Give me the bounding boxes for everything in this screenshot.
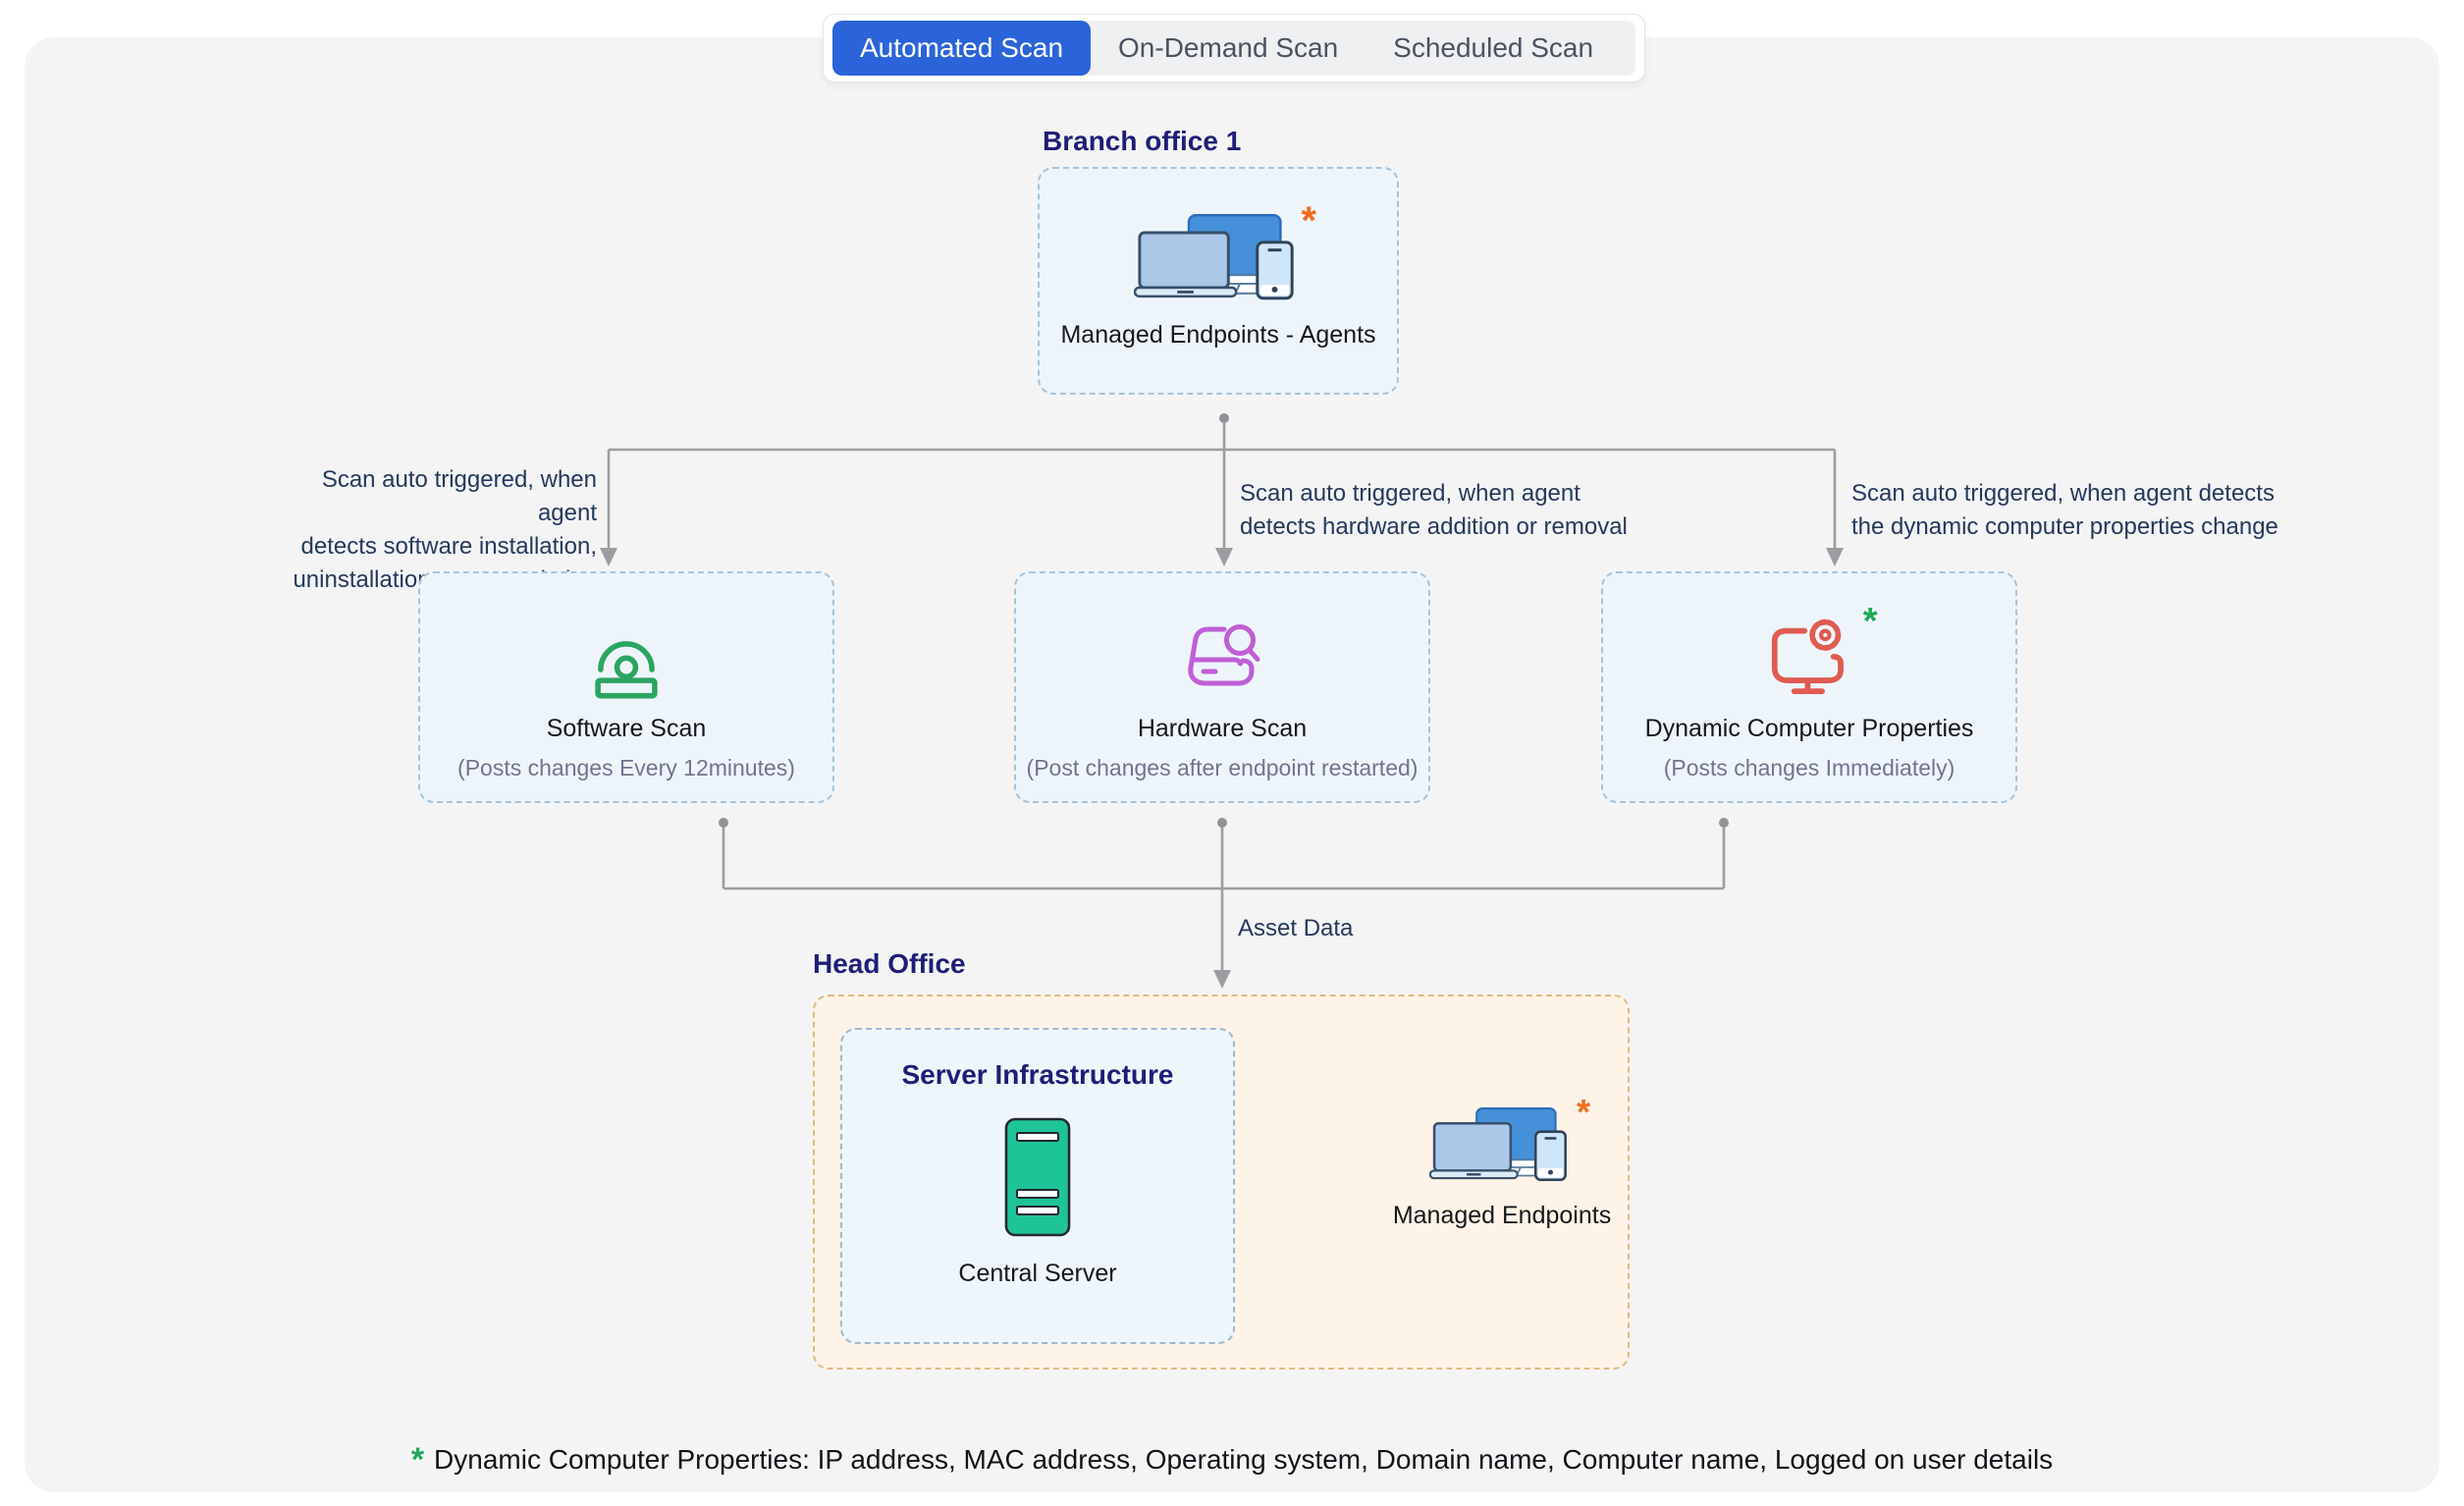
hardware-scan-box: Hardware Scan (Post changes after endpoi…: [1014, 571, 1430, 803]
software-scan-box: Software Scan (Posts changes Every 12min…: [418, 571, 834, 803]
branch-office-title: Branch office 1: [1043, 126, 1242, 156]
orange-asterisk: *: [1576, 1092, 1590, 1132]
head-office-title: Head Office: [813, 948, 966, 979]
green-asterisk: *: [1862, 601, 1878, 642]
hardware-scan-subtitle: (Post changes after endpoint restarted): [1026, 755, 1419, 780]
scan-type-tabs: Automated Scan On-Demand Scan Scheduled …: [823, 14, 1645, 82]
orange-asterisk: *: [1301, 198, 1316, 242]
server-icon: [1003, 1116, 1072, 1238]
dynamic-properties-subtitle: (Posts changes Immediately): [1663, 755, 1955, 780]
monitor-gear-icon: *: [1763, 603, 1878, 699]
hardware-drive-search-icon: [1179, 617, 1265, 699]
dynamic-properties-box: * Dynamic Computer Properties (Posts cha…: [1601, 571, 2017, 803]
software-scan-title: Software Scan: [546, 715, 707, 742]
managed-endpoints-agents-box: * Managed Endpoints - Agents: [1038, 167, 1399, 395]
head-office-box: Server Infrastructure Central Server: [813, 995, 1630, 1370]
tab-scheduled-scan[interactable]: Scheduled Scan: [1393, 32, 1594, 63]
managed-endpoints-label: Managed Endpoints: [1392, 1202, 1612, 1229]
hardware-scan-title: Hardware Scan: [1137, 715, 1308, 742]
head-office-endpoints: * Managed Endpoints: [1393, 1095, 1611, 1230]
hardware-scan-annotation: Scan auto triggered, when agent detects …: [1240, 480, 1628, 540]
server-infrastructure-box: Server Infrastructure Central Server: [840, 1028, 1235, 1344]
footnote-text: Dynamic Computer Properties: IP address,…: [434, 1444, 2054, 1475]
tab-on-demand-scan[interactable]: On-Demand Scan: [1118, 32, 1339, 63]
devices-icon: *: [1134, 201, 1316, 305]
footnote: * Dynamic Computer Properties: IP address…: [0, 1441, 2464, 1479]
tab-automated-scan[interactable]: Automated Scan: [832, 21, 1092, 76]
footnote-asterisk: *: [410, 1441, 425, 1479]
dynamic-scan-annotation: Scan auto triggered, when agent detects …: [1851, 480, 2278, 540]
server-infrastructure-title: Server Infrastructure: [901, 1059, 1174, 1090]
dynamic-properties-title: Dynamic Computer Properties: [1644, 715, 1974, 742]
tabs-strip: Automated Scan On-Demand Scan Scheduled …: [832, 21, 1635, 76]
managed-endpoints-agents-label: Managed Endpoints - Agents: [1060, 320, 1376, 349]
asset-data-label: Asset Data: [1238, 915, 1354, 941]
software-scan-subtitle: (Posts changes Every 12minutes): [457, 755, 795, 780]
software-disc-icon: [587, 620, 666, 699]
devices-icon: *: [1429, 1095, 1590, 1186]
central-server-label: Central Server: [958, 1260, 1117, 1287]
